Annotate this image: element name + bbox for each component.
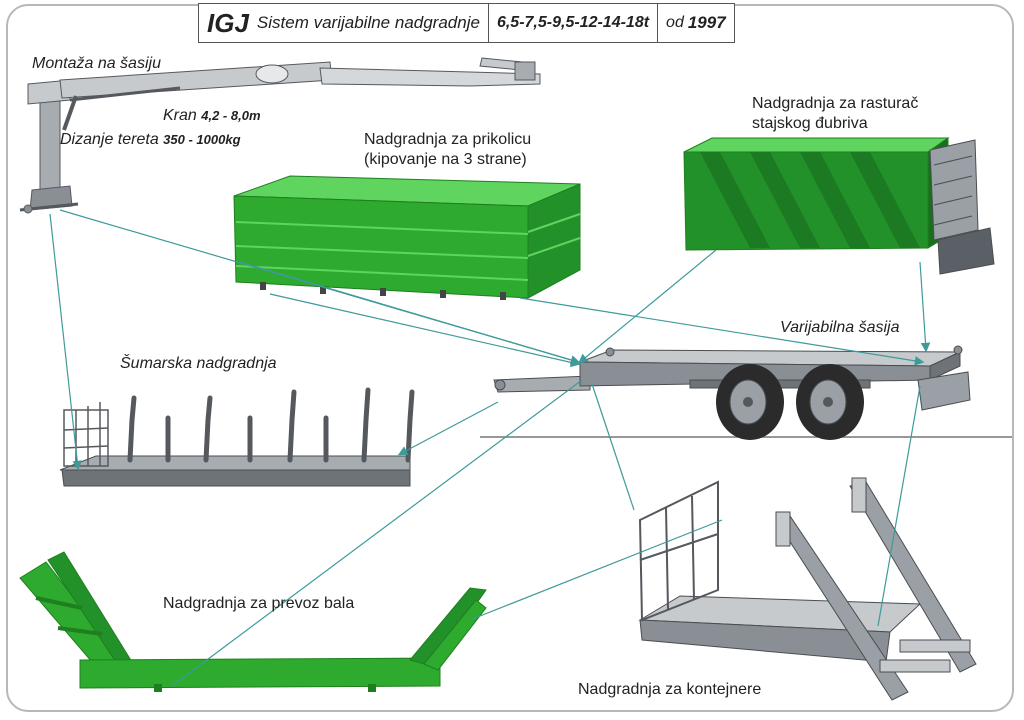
brand-name: IGJ: [207, 7, 249, 38]
wheel-rear: [796, 364, 864, 440]
variable-chassis-label: Varijabilna šasija: [780, 319, 900, 336]
title-brand-cell: IGJ Sistem varijabilne nadgradnje: [199, 4, 489, 42]
bale-body-label: Nadgradnja za prevoz bala: [163, 595, 355, 612]
system-subtitle: Sistem varijabilne nadgradnje: [256, 13, 480, 32]
crane-mount-label: Montaža na šasiju: [32, 55, 161, 72]
container-body-label: Nadgradnja za kontejnere: [578, 681, 762, 698]
spreader-body-label-line1: Nadgradnja za rasturač: [752, 95, 919, 112]
forestry-body-drawing: [59, 387, 415, 487]
container-body-drawing: [638, 477, 977, 701]
trailer-body-label-line2: (kipovanje na 3 strane): [364, 151, 527, 168]
crane-range: 4,2 - 8,0m: [201, 108, 261, 123]
tipping-trailer-body-drawing: [233, 175, 581, 300]
forestry-body-label: Šumarska nadgradnja: [120, 355, 277, 372]
crane-drawing: [19, 57, 541, 214]
capacity-values: 6,5-7,5-9,5-12-14-18t: [496, 14, 650, 31]
title-block: IGJ Sistem varijabilne nadgradnje 6,5-7,…: [198, 3, 735, 43]
manure-spreader-body-drawing: [683, 137, 995, 275]
connector-lines: [49, 209, 931, 687]
since-year: 1997: [687, 13, 726, 32]
spreader-body-label-line2: stajskog đubriva: [752, 115, 868, 132]
since-word: od: [666, 14, 684, 31]
variable-chassis-drawing: [493, 345, 971, 440]
lift-range: 350 - 1000kg: [163, 132, 241, 147]
crane-word: Kran: [163, 107, 197, 124]
year-cell: od 1997: [658, 4, 734, 42]
crane-reach-label: Kran 4,2 - 8,0m: [163, 106, 261, 126]
capacity-cell: 6,5-7,5-9,5-12-14-18t: [489, 4, 659, 42]
trailer-body-label-line1: Nadgradnja za prikolicu: [364, 131, 532, 148]
wheel-front: [716, 364, 784, 440]
lift-capacity-label: Dizanje tereta 350 - 1000kg: [60, 130, 241, 150]
lift-word: Dizanje tereta: [60, 131, 159, 148]
bale-transport-body-drawing: [19, 551, 487, 692]
